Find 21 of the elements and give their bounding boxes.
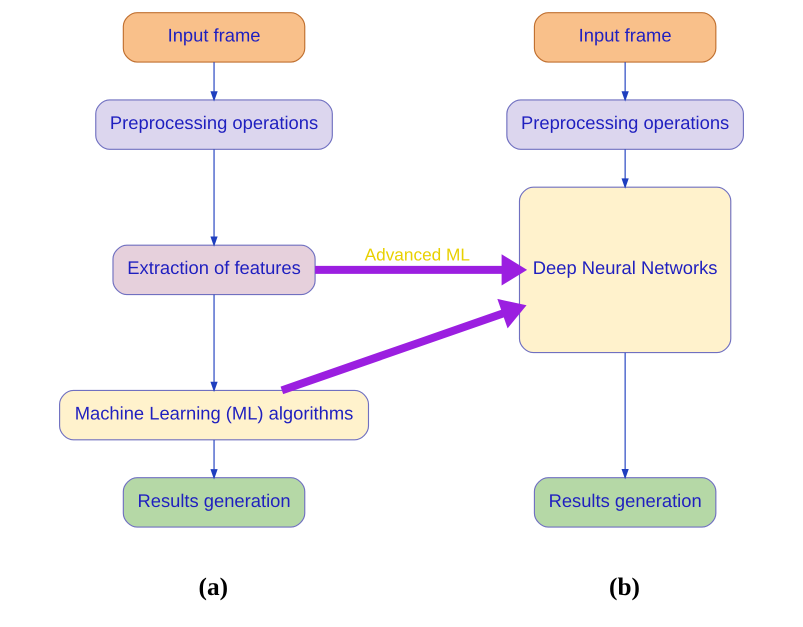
arrow bbox=[315, 254, 528, 286]
arrow bbox=[622, 149, 629, 189]
node-box: Machine Learning (ML) algorithms bbox=[59, 390, 370, 440]
edge-label: Advanced ML bbox=[364, 244, 470, 265]
node-box: Deep Neural Networks bbox=[518, 186, 732, 354]
arrow bbox=[210, 440, 218, 480]
arrow bbox=[210, 149, 218, 247]
arrow bbox=[210, 294, 218, 392]
arrow bbox=[280, 298, 527, 394]
label: (a) bbox=[198, 572, 228, 601]
node-box: Preprocessing operations bbox=[95, 99, 333, 150]
arrow bbox=[210, 62, 218, 102]
node-box: Extraction of features bbox=[112, 244, 316, 296]
node-box: Results generation bbox=[122, 477, 306, 528]
arrow bbox=[622, 62, 629, 102]
arrow bbox=[622, 352, 629, 480]
node-box: Input frame bbox=[534, 12, 716, 63]
node-box: Preprocessing operations bbox=[506, 99, 744, 150]
label: (b) bbox=[609, 572, 640, 601]
node-box: Results generation bbox=[534, 477, 716, 528]
node-box: Input frame bbox=[122, 12, 306, 63]
